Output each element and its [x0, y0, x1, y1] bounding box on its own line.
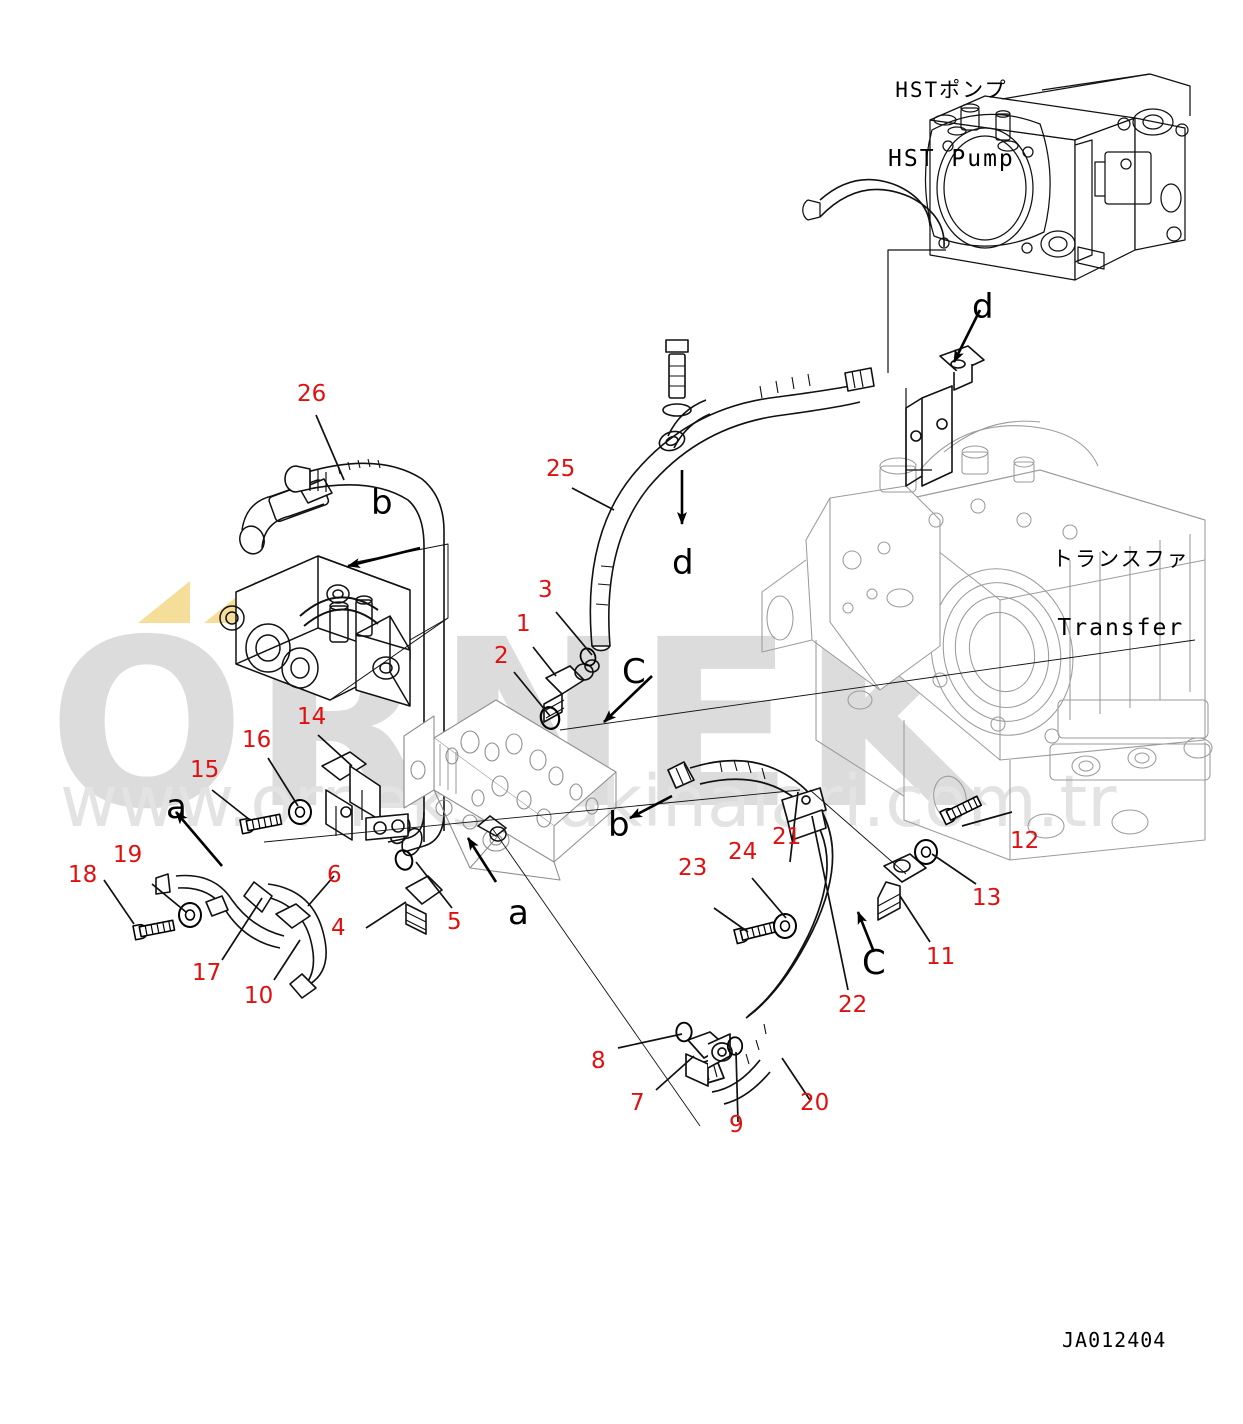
callout-4: 4	[331, 915, 346, 941]
callout-19: 19	[113, 842, 143, 868]
callout-1: 1	[516, 611, 531, 637]
callout-3: 3	[538, 577, 553, 603]
label-hst-pump: HSTポンプ HST Pump	[888, 36, 1015, 215]
section-letter-c-upper: C	[622, 652, 646, 692]
label-hst-pump-jp: HSTポンプ	[895, 77, 1008, 102]
callout-25: 25	[546, 456, 576, 482]
callout-17: 17	[192, 960, 222, 986]
callout-26: 26	[297, 381, 327, 407]
callout-22: 22	[838, 992, 868, 1018]
callout-21: 21	[772, 824, 802, 850]
callout-18: 18	[68, 862, 98, 888]
callout-24: 24	[728, 839, 758, 865]
section-letter-a-lower: a	[508, 893, 529, 933]
callout-12: 12	[1010, 828, 1040, 854]
callout-9: 9	[729, 1112, 744, 1138]
callout-14: 14	[297, 704, 327, 730]
callout-8: 8	[591, 1048, 606, 1074]
label-transfer: トランスファ Transfer	[1052, 505, 1190, 684]
section-letter-c-lower: C	[862, 943, 886, 983]
section-letter-b-lower: b	[608, 805, 630, 845]
section-letter-b-upper: b	[371, 483, 393, 523]
callout-5: 5	[447, 909, 462, 935]
callout-20: 20	[800, 1090, 830, 1116]
callout-13: 13	[972, 885, 1002, 911]
callout-15: 15	[190, 757, 220, 783]
callout-11: 11	[926, 944, 956, 970]
section-letter-a-upper: a	[166, 787, 187, 827]
section-letter-d-upper: d	[972, 287, 994, 327]
callout-16: 16	[242, 727, 272, 753]
callout-10: 10	[244, 983, 274, 1009]
callout-7: 7	[630, 1090, 645, 1116]
label-transfer-jp: トランスファ	[1052, 546, 1190, 571]
callout-2: 2	[494, 643, 509, 669]
drawing-number: JA012404	[1062, 1328, 1167, 1352]
callout-6: 6	[327, 862, 342, 888]
label-hst-pump-en: HST Pump	[888, 145, 1015, 172]
section-letter-d-lower: d	[672, 543, 694, 583]
callout-23: 23	[678, 855, 708, 881]
label-transfer-en: Transfer	[1057, 614, 1185, 641]
